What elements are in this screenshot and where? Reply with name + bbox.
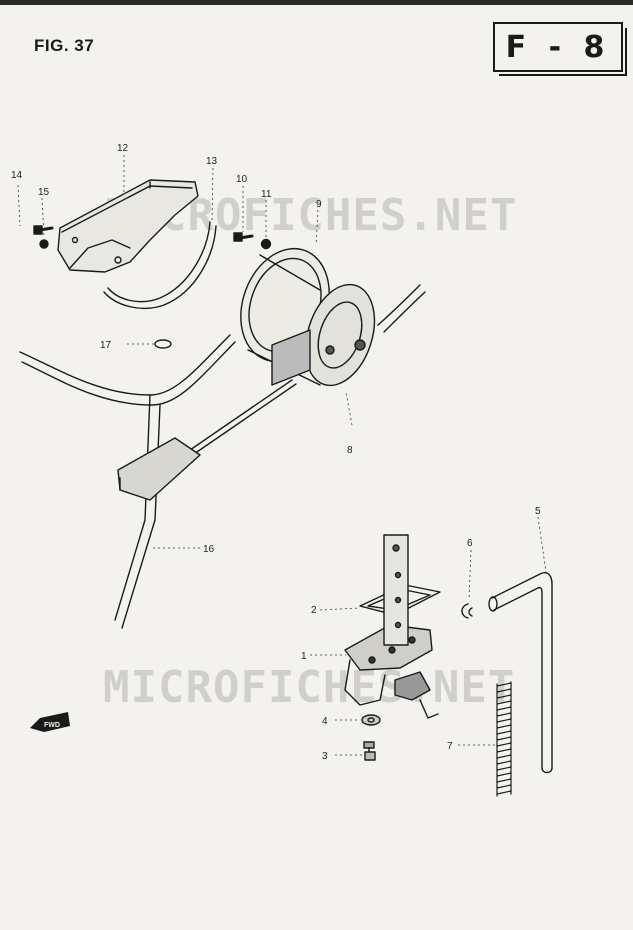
part-5-bent-hose	[488, 572, 553, 774]
callout-15: 15	[38, 187, 50, 198]
callout-1: 1	[301, 651, 307, 662]
top-rule	[0, 0, 633, 5]
watermark-bottom: MICROFICHES.NET	[103, 662, 516, 713]
callout-7: 7	[447, 741, 453, 752]
part-3-screw	[363, 741, 376, 761]
part-10-bolt	[233, 232, 254, 242]
figure-label: FIG. 37	[34, 36, 95, 55]
callout-17: 17	[100, 340, 112, 351]
part-7-spring	[496, 681, 512, 797]
part-15-washer	[39, 239, 49, 249]
part-6-clip	[461, 603, 473, 619]
leader-lines	[17, 155, 547, 756]
part-1-strainer-tube	[383, 534, 409, 646]
part-11-washer	[260, 238, 272, 250]
fwd-arrow-icon: FWD	[30, 712, 70, 732]
part-12-cover-bracket	[57, 179, 199, 273]
part-16-hose	[19, 334, 236, 629]
part-13-rubber-strip	[103, 221, 217, 309]
callout-6: 6	[467, 538, 473, 549]
callout-16: 16	[203, 544, 215, 555]
part-17-clip	[154, 339, 172, 349]
part-14-bolt	[33, 225, 54, 235]
callout-4: 4	[322, 716, 328, 727]
callout-14: 14	[11, 170, 23, 181]
callout-10: 10	[236, 174, 248, 185]
callout-13: 13	[206, 156, 218, 167]
part-8-cable	[189, 379, 297, 455]
callout-2: 2	[311, 605, 317, 616]
part-1-fuel-cock	[344, 624, 439, 719]
fwd-label: FWD	[44, 722, 60, 729]
callout-11: 11	[261, 189, 272, 200]
callout-9: 9	[316, 199, 322, 210]
part-4-washer	[361, 714, 381, 726]
callout-3: 3	[322, 751, 328, 762]
callout-5: 5	[535, 506, 541, 517]
callout-12: 12	[117, 143, 129, 154]
callout-labels: 14 15 12 13 10 11 9 17 8 16 5 6 2 1 4 3 …	[11, 143, 541, 762]
part-9-reel-assembly	[240, 247, 426, 387]
callout-8: 8	[347, 445, 353, 456]
